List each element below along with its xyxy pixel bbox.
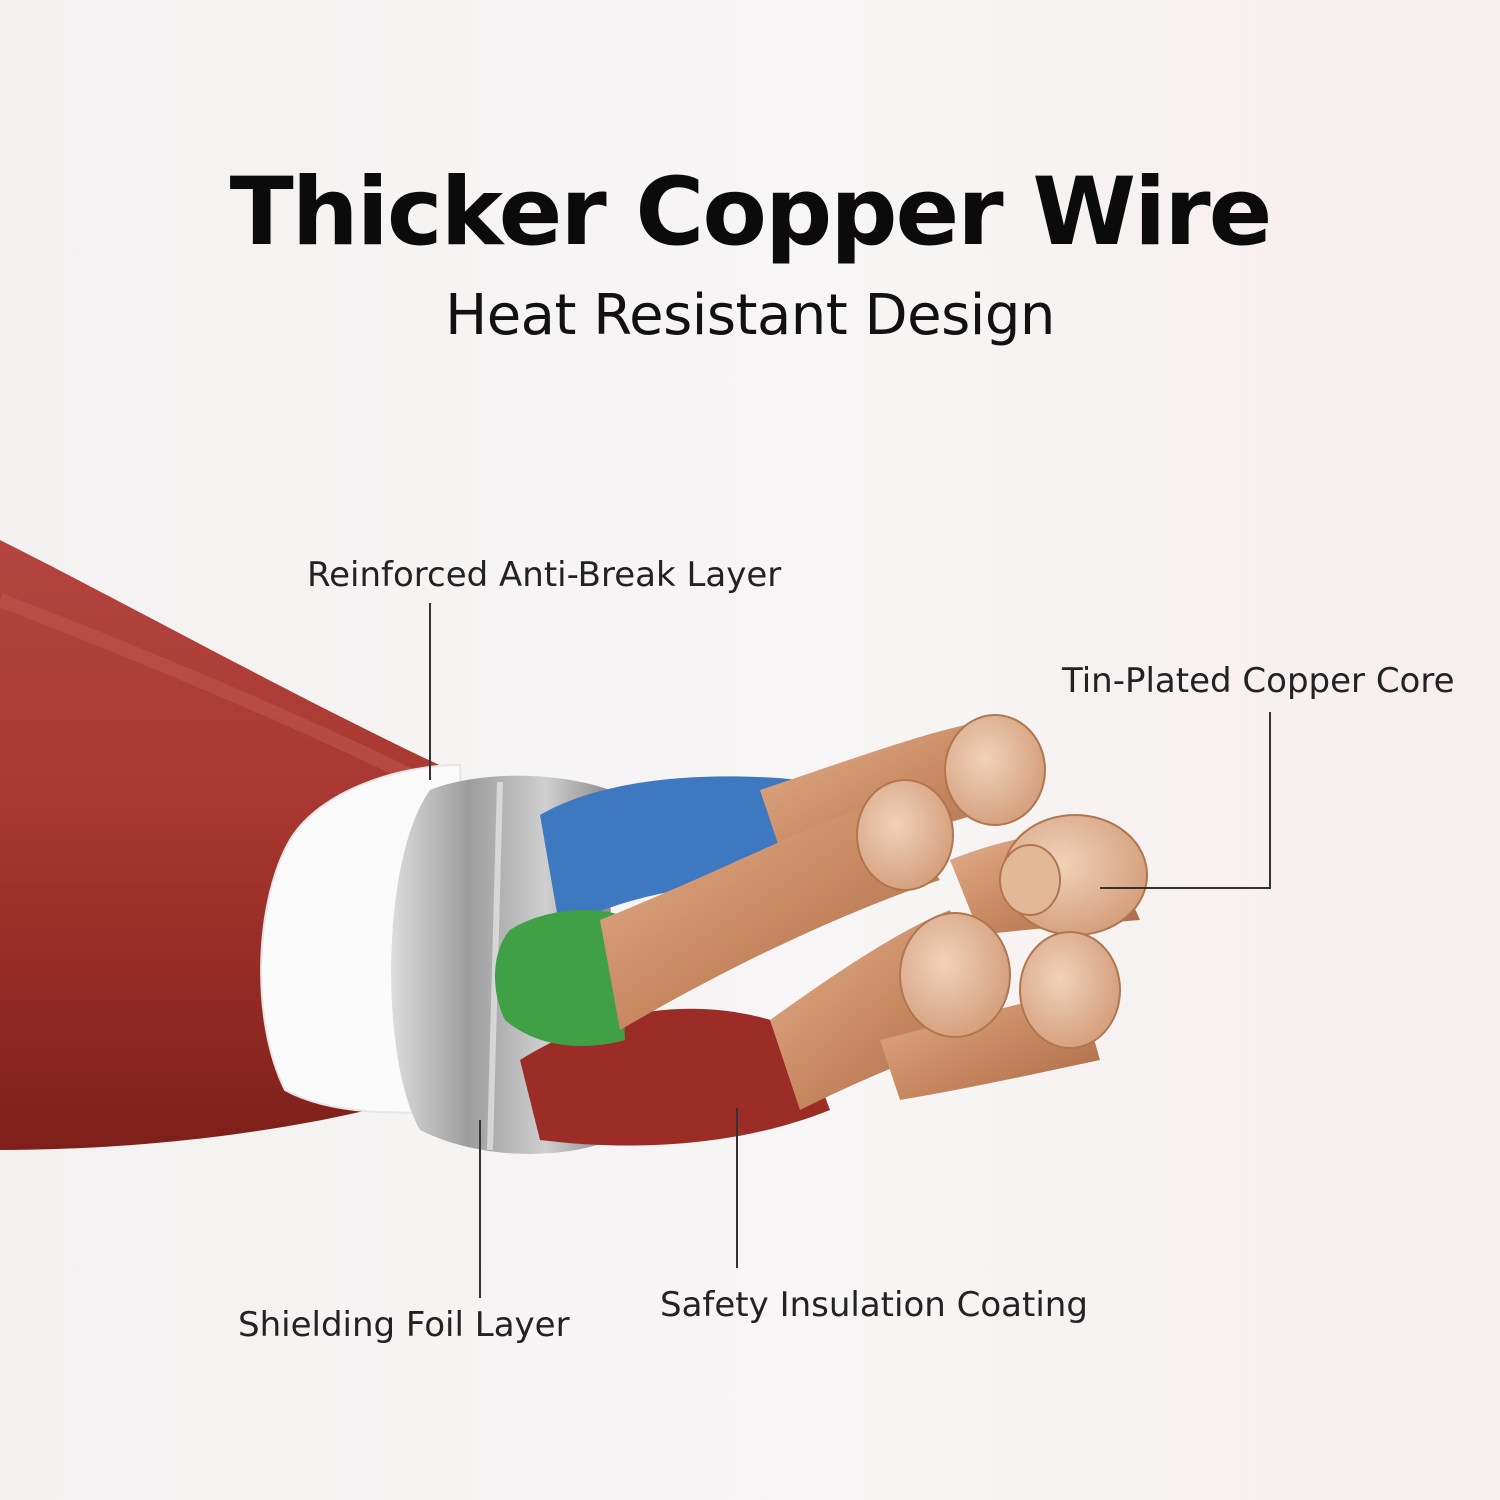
page-subtitle: Heat Resistant Design [445, 283, 1055, 348]
blue-conductor-insulation [540, 776, 800, 930]
jacket-highlight [0, 593, 444, 797]
anti-break-layer-label: Reinforced Anti-Break Layer [307, 555, 782, 595]
conductor-end-faces [856, 714, 1148, 1049]
copper-core-label: Tin-Plated Copper Core [1062, 661, 1455, 701]
page-title: Thicker Copper Wire [229, 158, 1273, 267]
insulation-coating-label: Safety Insulation Coating [660, 1285, 1088, 1325]
callout-leader-lines [429, 603, 1271, 1298]
shielding-foil-label: Shielding Foil Layer [238, 1305, 570, 1345]
green-conductor-insulation [494, 910, 625, 1046]
